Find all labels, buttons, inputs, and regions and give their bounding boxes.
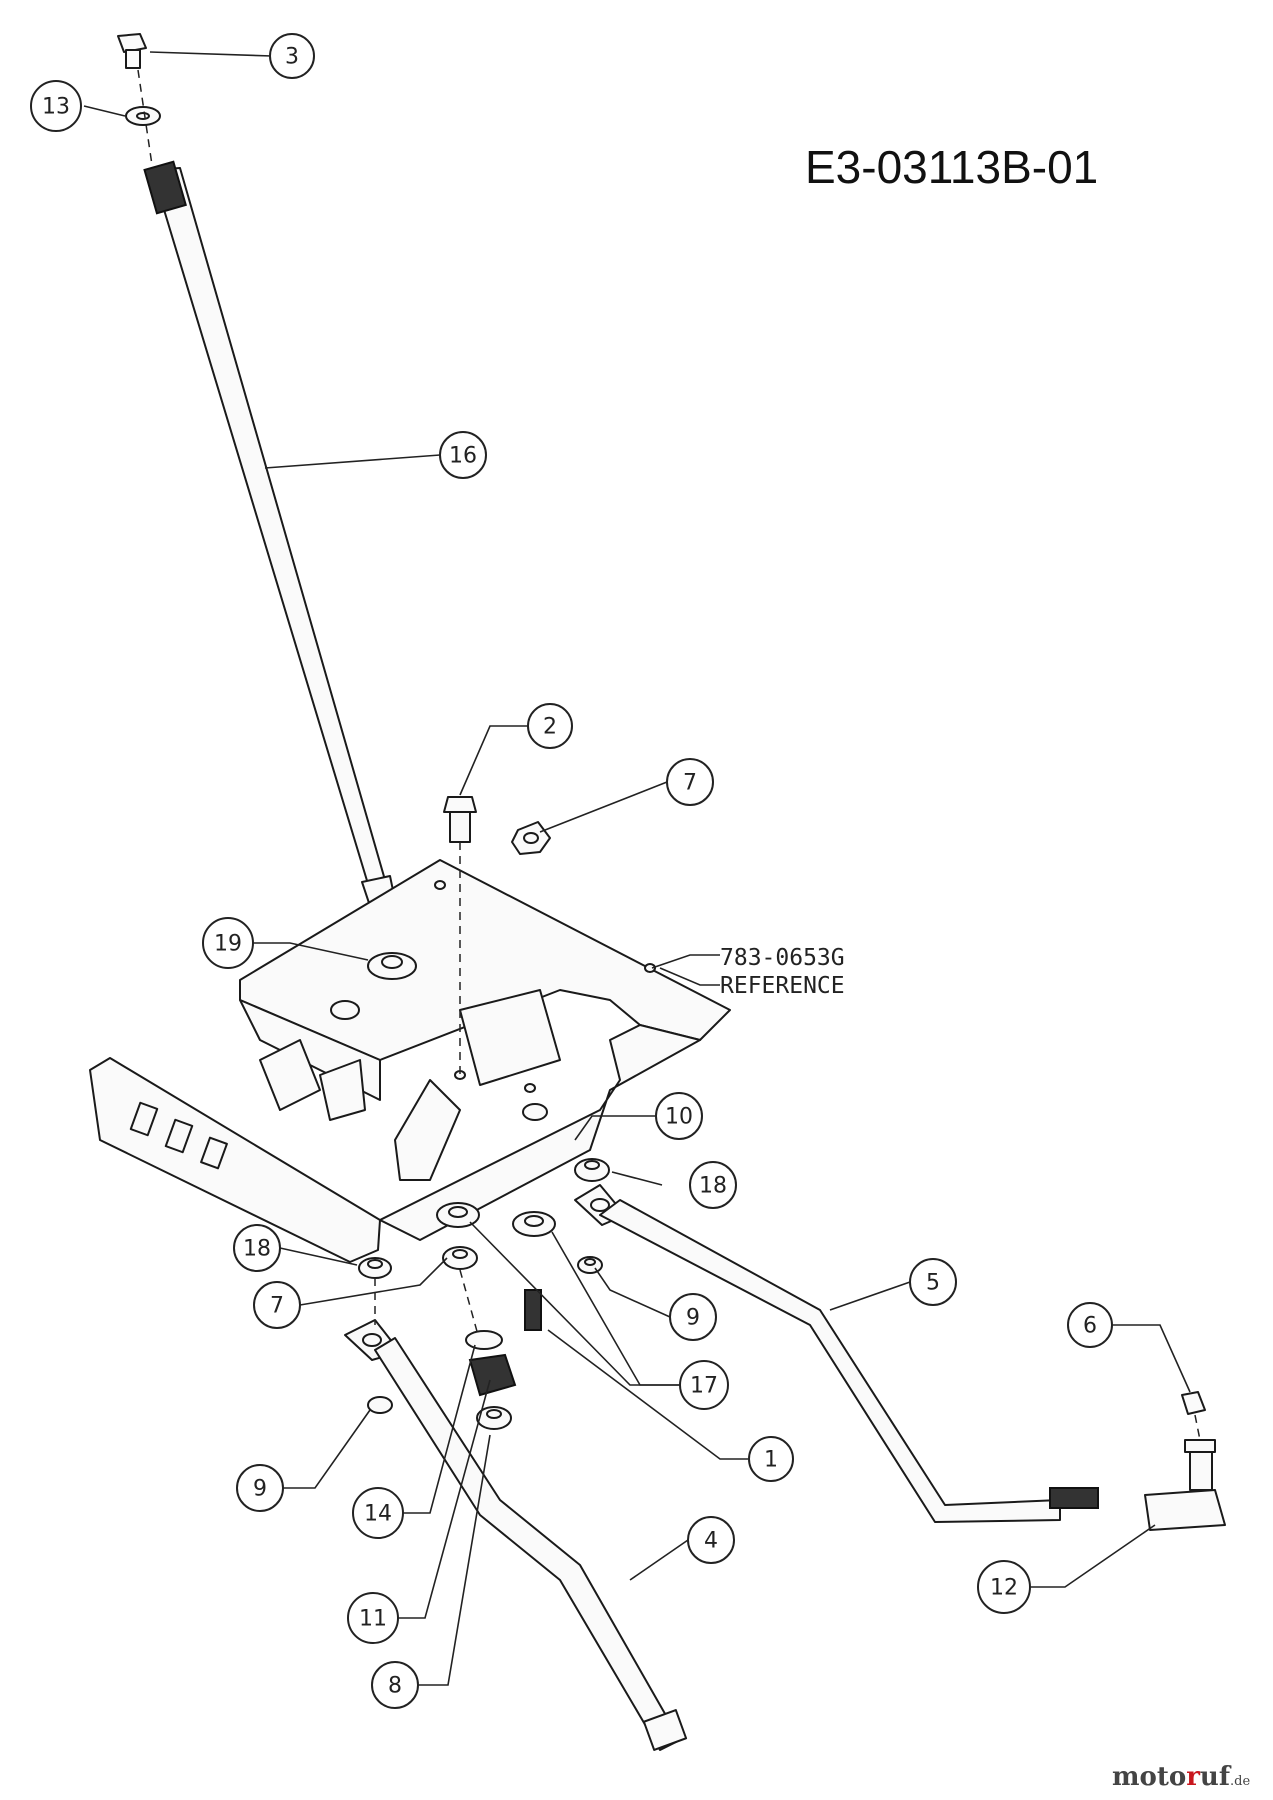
drag-link: [574, 1184, 1099, 1523]
callout-8[interactable]: 8: [371, 1661, 419, 1709]
svg-text:13: 13: [42, 95, 70, 120]
top-bolt: [117, 33, 147, 69]
svg-text:3: 3: [285, 45, 299, 70]
callout-18-right[interactable]: 18: [689, 1161, 737, 1209]
svg-text:2: 2: [543, 715, 557, 740]
svg-text:6: 6: [1083, 1314, 1097, 1339]
svg-text:11: 11: [359, 1607, 387, 1632]
callout-14[interactable]: 14: [352, 1487, 404, 1539]
reference-label: REFERENCE: [720, 973, 845, 999]
svg-text:19: 19: [214, 932, 242, 957]
callouts: 3 13 16 2 7 19 10 18 18 7 9 5 6 17 1 9 1…: [30, 33, 1113, 1709]
callout-6[interactable]: 6: [1067, 1302, 1113, 1348]
svg-text:14: 14: [364, 1502, 392, 1527]
callout-3[interactable]: 3: [269, 33, 315, 79]
svg-text:12: 12: [990, 1576, 1018, 1601]
svg-text:4: 4: [704, 1529, 718, 1554]
svg-text:16: 16: [449, 444, 477, 469]
svg-text:1: 1: [764, 1448, 778, 1473]
clip-axis: [1194, 1414, 1201, 1441]
callout-11[interactable]: 11: [347, 1592, 399, 1644]
leader-lines: [83, 51, 1191, 1686]
callout-17[interactable]: 17: [679, 1360, 729, 1410]
svg-text:18: 18: [699, 1174, 727, 1199]
callout-1[interactable]: 1: [748, 1436, 794, 1482]
reference-part-number: 783-0653G: [720, 945, 845, 971]
top-washer: [125, 106, 161, 126]
callout-13[interactable]: 13: [30, 80, 82, 132]
plate-nut: [511, 821, 551, 855]
lower-hardware: [358, 1158, 610, 1430]
svg-text:17: 17: [690, 1374, 718, 1399]
watermark-logo: motoruf.de: [1112, 1762, 1250, 1792]
ball-joint: [1144, 1439, 1226, 1531]
callout-18-left[interactable]: 18: [233, 1224, 281, 1272]
svg-text:7: 7: [683, 771, 697, 796]
svg-text:9: 9: [686, 1306, 700, 1331]
reference-note: 783-0653G REFERENCE: [720, 944, 845, 1000]
svg-text:10: 10: [665, 1105, 693, 1130]
svg-text:18: 18: [243, 1237, 271, 1262]
callout-7-bottom[interactable]: 7: [253, 1281, 301, 1329]
callout-19[interactable]: 19: [202, 917, 254, 969]
shaft-bushing: [367, 952, 417, 980]
watermark-brand-pre: moto: [1112, 1762, 1187, 1792]
watermark-brand-post: uf: [1199, 1762, 1231, 1792]
callout-16[interactable]: 16: [439, 431, 487, 479]
callout-5[interactable]: 5: [909, 1258, 957, 1306]
callout-2[interactable]: 2: [527, 703, 573, 749]
drawing-code: E3-03113B-01: [805, 141, 1099, 193]
callout-9-left[interactable]: 9: [236, 1464, 284, 1512]
center-axis: [459, 1269, 479, 1336]
steering-shaft: [143, 160, 396, 963]
svg-text:7: 7: [270, 1294, 284, 1319]
callout-12[interactable]: 12: [977, 1560, 1031, 1614]
callout-9-right[interactable]: 9: [669, 1293, 717, 1341]
callout-7-top[interactable]: 7: [666, 758, 714, 806]
watermark-brand-mark: r: [1186, 1762, 1200, 1792]
callout-10[interactable]: 10: [655, 1092, 703, 1140]
mounting-bracket: [89, 859, 731, 1263]
watermark-tld: .de: [1230, 1774, 1251, 1789]
retaining-clip: [1181, 1391, 1206, 1415]
plate-bolt: [443, 796, 477, 843]
tie-rod: [344, 1319, 688, 1751]
top-axis-line: [137, 69, 153, 166]
svg-text:9: 9: [253, 1477, 267, 1502]
callout-4[interactable]: 4: [687, 1516, 735, 1564]
svg-text:8: 8: [388, 1674, 402, 1699]
svg-text:5: 5: [926, 1271, 940, 1296]
